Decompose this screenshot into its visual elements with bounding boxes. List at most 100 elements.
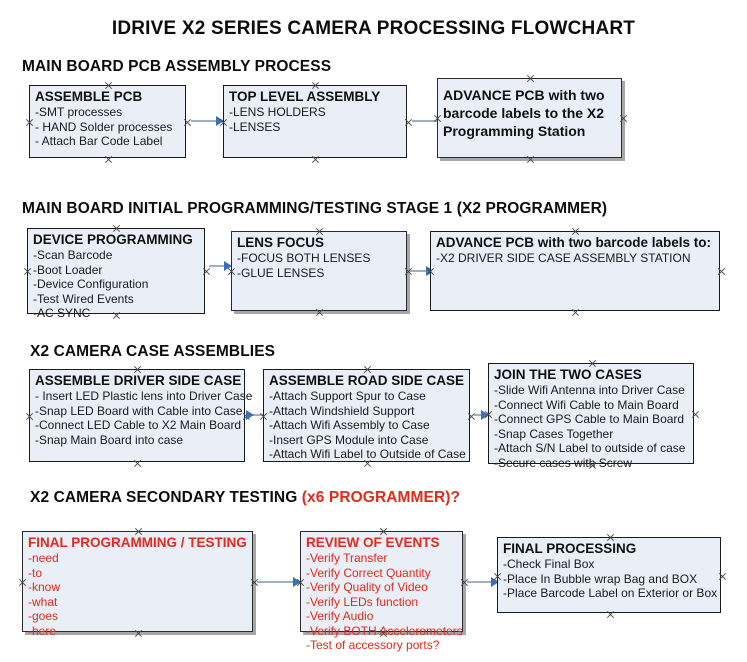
box-title: FINAL PROCESSING xyxy=(503,541,637,556)
box-final-processing[interactable]: FINAL PROCESSING -Check Final Box -Place… xyxy=(497,537,721,613)
box-line: -Test Wired Events xyxy=(33,291,134,306)
handle-right-icon[interactable] xyxy=(691,410,700,419)
box-title: REVIEW OF EVENTS xyxy=(306,535,440,550)
section-heading-4: X2 CAMERA SECONDARY TESTING (x6 PROGRAMM… xyxy=(30,489,460,507)
box-assemble-pcb[interactable]: ASSEMBLE PCB -SMT processes - HAND Solde… xyxy=(29,85,186,158)
box-line: -to xyxy=(28,565,43,580)
connector-3a-arrow-icon xyxy=(246,410,254,420)
handle-left-icon[interactable] xyxy=(23,267,32,276)
page-title: IDRIVE X2 SERIES CAMERA PROCESSING FLOWC… xyxy=(111,18,636,39)
box-line: -X2 DRIVER SIDE CASE ASSEMBLY STATION xyxy=(436,251,691,265)
connector-1a xyxy=(191,120,219,122)
box-device-programming[interactable]: DEVICE PROGRAMMING -Scan Barcode -Boot L… xyxy=(27,228,205,320)
handle-right-icon[interactable] xyxy=(717,267,726,276)
handle-left-icon[interactable] xyxy=(25,412,34,421)
handle-bottom-icon[interactable] xyxy=(311,155,320,164)
handle-right-icon[interactable] xyxy=(619,114,628,123)
box-line: -Check Final Box xyxy=(503,557,595,571)
box-line: -Test of accessory ports? xyxy=(306,638,440,652)
box-title: LENS FOCUS xyxy=(237,235,325,250)
handle-right-icon[interactable] xyxy=(718,572,727,581)
box-line: -Verify Correct Quantity xyxy=(306,565,431,580)
box-title: JOIN THE TWO CASES xyxy=(494,367,642,382)
connector-4b xyxy=(467,581,495,583)
box-line: -Connect Wifi Cable to Main Board xyxy=(494,397,679,412)
box-final-programming-testing[interactable]: FINAL PROGRAMMING / TESTING -need -to -k… xyxy=(22,531,253,638)
handle-bottom-icon[interactable] xyxy=(104,155,113,164)
box-title: DEVICE PROGRAMMING xyxy=(33,232,193,247)
box-advance-pcb-programming-station[interactable]: ADVANCE PCB with two barcode labels to t… xyxy=(437,78,622,158)
box-top-level-assembly[interactable]: TOP LEVEL ASSEMBLY -LENS HOLDERS -LENSES xyxy=(223,85,407,158)
box-title: TOP LEVEL ASSEMBLY xyxy=(229,89,381,104)
handle-top-icon[interactable] xyxy=(526,74,535,83)
box-line: -AC SYNC xyxy=(33,306,91,320)
handle-bottom-icon[interactable] xyxy=(526,155,535,164)
box-title: ASSEMBLE PCB xyxy=(35,89,143,104)
handle-right-icon[interactable] xyxy=(202,267,211,276)
box-line: -Place In Bubble wrap Bag and BOX xyxy=(503,571,698,586)
box-line: -know xyxy=(28,580,61,594)
box-review-of-events[interactable]: REVIEW OF EVENTS -Verify Transfer -Verif… xyxy=(300,531,463,652)
box-line: -Snap LED Board with Cable into Case xyxy=(35,403,243,418)
box-line: -SMT processes xyxy=(35,105,123,119)
box-assemble-driver-side-case[interactable]: ASSEMBLE DRIVER SIDE CASE - Insert LED P… xyxy=(29,369,252,462)
box-line: -Attach Wifi Label to Outside of Case xyxy=(269,447,466,461)
box-line: -Attach Support Spur to Case xyxy=(269,389,426,403)
box-line: -here xyxy=(28,623,57,638)
box-join-the-two-cases[interactable]: JOIN THE TWO CASES -Slide Wifi Antenna i… xyxy=(488,363,694,470)
box-line: -Boot Loader xyxy=(33,262,103,277)
connector-2a-arrow-icon xyxy=(224,261,232,271)
connector-2a xyxy=(209,265,227,267)
box-lens-focus[interactable]: LENS FOCUS -FOCUS BOTH LENSES -GLUE LENS… xyxy=(231,231,407,311)
box-line: -Verify BOTH Accelerometers xyxy=(306,623,463,638)
box-line: -Device Configuration xyxy=(33,277,149,291)
box-line: -Verify LEDs function xyxy=(306,594,419,609)
box-title: FINAL PROGRAMMING / TESTING xyxy=(28,535,247,550)
section-heading-4-accent: (x6 PROGRAMMER)? xyxy=(301,489,461,506)
connector-1b xyxy=(412,120,440,122)
box-line: -goes xyxy=(28,609,59,623)
connector-4a-arrow-icon xyxy=(293,577,301,587)
box-line: -Connect LED Cable to X2 Main Board xyxy=(35,418,242,432)
box-line: -Place Barcode Label on Exterior or Box xyxy=(503,586,718,600)
section-heading-1: MAIN BOARD PCB ASSEMBLY PROCESS xyxy=(22,58,331,76)
connector-2b xyxy=(410,270,432,272)
section-heading-3: X2 CAMERA CASE ASSEMBLIES xyxy=(30,343,275,361)
handle-left-icon[interactable] xyxy=(25,118,34,127)
connector-3a xyxy=(249,414,263,416)
section-heading-2: MAIN BOARD INITIAL PROGRAMMING/TESTING S… xyxy=(22,200,607,218)
connector-4a xyxy=(257,581,297,583)
section-heading-3-text: X2 CAMERA CASE ASSEMBLIES xyxy=(30,343,276,360)
section-heading-1-text: MAIN BOARD PCB ASSEMBLY PROCESS xyxy=(22,58,332,75)
box-title: ASSEMBLE DRIVER SIDE CASE xyxy=(35,373,242,388)
box-assemble-road-side-case[interactable]: ASSEMBLE ROAD SIDE CASE -Attach Support … xyxy=(263,369,470,462)
box-line: -Attach S/N Label to outside of case xyxy=(494,441,686,455)
section-heading-2-text: MAIN BOARD INITIAL PROGRAMMING/TESTING S… xyxy=(22,200,608,217)
box-advance-pcb-driver-side[interactable]: ADVANCE PCB with two barcode labels to: … xyxy=(430,231,720,311)
connector-3b-arrow-icon xyxy=(481,410,489,420)
box-line: - HAND Solder processes xyxy=(35,119,173,134)
box-line: -what xyxy=(28,594,58,609)
handle-bottom-icon[interactable] xyxy=(606,610,615,619)
box-title: ASSEMBLE ROAD SIDE CASE xyxy=(269,373,465,388)
box-line: -LENSES xyxy=(229,119,281,134)
box-line: -Attach Wifi Assembly to Case xyxy=(269,418,430,432)
connector-4b-arrow-icon xyxy=(491,577,499,587)
handle-left-icon[interactable] xyxy=(18,578,27,587)
box-line: -Slide Wifi Antenna into Driver Case xyxy=(494,383,685,397)
box-line: -Verify Audio xyxy=(306,609,374,623)
box-line: -GLUE LENSES xyxy=(237,265,325,280)
box-line: -Snap Cases Together xyxy=(494,426,614,441)
box-line: -Verify Transfer xyxy=(306,551,388,565)
box-line: -Insert GPS Module into Case xyxy=(269,432,429,447)
handle-bottom-icon[interactable] xyxy=(315,308,324,317)
box-line: -Connect GPS Cable to Main Board xyxy=(494,412,685,426)
box-line: -LENS HOLDERS xyxy=(229,105,326,119)
box-line: - Attach Bar Code Label xyxy=(35,134,163,148)
handle-bottom-icon[interactable] xyxy=(133,459,142,468)
handle-bottom-icon[interactable] xyxy=(571,308,580,317)
section-heading-4-text: X2 CAMERA SECONDARY TESTING xyxy=(30,489,302,506)
connector-1a-arrow-icon xyxy=(216,116,224,126)
box-title: ADVANCE PCB with two barcode labels to t… xyxy=(443,87,605,139)
